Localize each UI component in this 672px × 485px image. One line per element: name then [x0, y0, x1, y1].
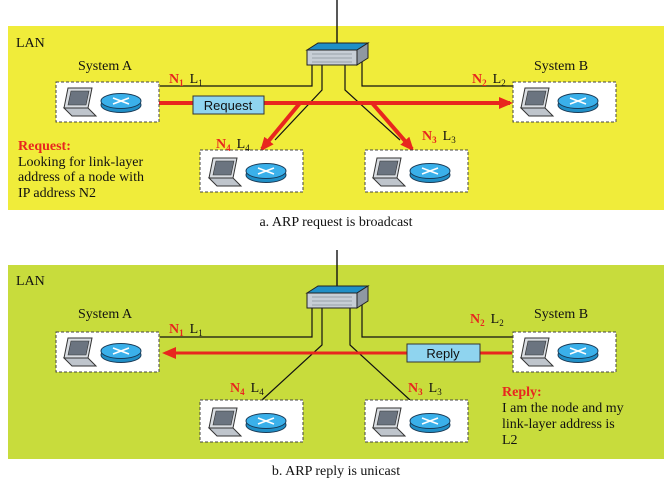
panel-request: LAN System A System B	[8, 0, 664, 230]
system-a-label-b: System A	[78, 307, 133, 322]
addr-n2-l2-b: N2 L2	[470, 312, 504, 330]
addr-n3-l3-b: N3 L3	[408, 381, 442, 399]
panel-reply: LAN System A System B N1 L1	[8, 250, 664, 479]
addr-n4-l4-a: N4 L4	[216, 137, 250, 155]
cables-a	[160, 60, 515, 141]
addr-n3-l3-a: N3 L3	[422, 129, 456, 147]
caption-a: a. ARP request is broadcast	[259, 215, 412, 230]
system-b-label-b: System B	[534, 307, 588, 322]
reply-note-title: Reply:	[502, 385, 542, 400]
system-a-label: System A	[78, 59, 133, 74]
switch-icon	[306, 42, 369, 66]
lan-label-a: LAN	[16, 36, 45, 51]
lan-label-b: LAN	[16, 274, 45, 289]
request-note-title: Request:	[18, 139, 71, 154]
reply-packet	[406, 343, 481, 363]
addr-n4-l4-b: N4 L4	[230, 381, 264, 399]
request-note-line-2: address of a node with	[18, 170, 144, 185]
request-note-line-1: Looking for link-layer	[18, 155, 144, 170]
reply-note-line-2: link-layer address is	[502, 417, 615, 432]
addr-n2-l2-a: N2 L2	[472, 72, 506, 90]
switch-icon-b	[306, 285, 369, 309]
reply-packet-label: Reply	[426, 346, 460, 361]
caption-b: b. ARP reply is unicast	[272, 464, 400, 479]
reply-note-line-1: I am the node and my	[502, 401, 624, 416]
addr-n1-l1-a: N1 L1	[169, 72, 203, 90]
reply-note-line-3: L2	[502, 433, 518, 448]
addr-n1-l1-b: N1 L1	[169, 322, 203, 340]
request-note-line-3: IP address N2	[18, 186, 96, 201]
request-packet-label: Request	[204, 98, 253, 113]
request-packet	[192, 95, 265, 115]
cables-b	[160, 303, 515, 401]
system-b-label: System B	[534, 59, 588, 74]
